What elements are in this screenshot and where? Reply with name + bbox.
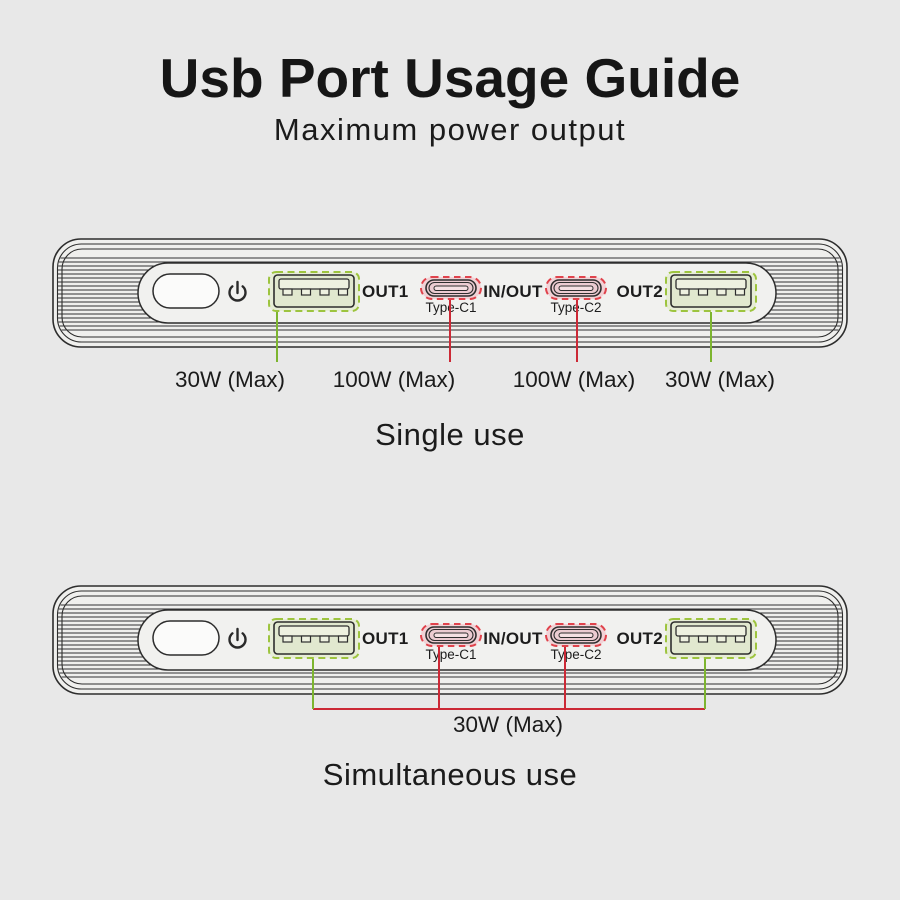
power-label-out1: 30W (Max) xyxy=(174,367,286,392)
usb-a-port-out1 xyxy=(268,618,360,659)
page-title: Usb Port Usage Guide xyxy=(159,47,741,109)
usb-c-port-type-c2 xyxy=(545,276,607,300)
power-label-type-c2: 100W (Max) xyxy=(512,367,636,392)
usb-c-port-type-c2 xyxy=(545,623,607,647)
powerbank-2: OUT1 IN/OUT OUT2 Type-C1 Type-C2 xyxy=(53,586,847,694)
power-label-combined: 30W (Max) xyxy=(452,712,564,737)
power-label-out2: 30W (Max) xyxy=(664,367,776,392)
in-out-label: IN/OUT xyxy=(483,282,543,301)
usb-c-port-type-c1 xyxy=(420,623,482,647)
out1-label: OUT1 xyxy=(362,629,409,648)
usb-a-port-out2 xyxy=(665,618,757,659)
type-c1-label: Type-C1 xyxy=(425,647,476,662)
type-c2-label: Type-C2 xyxy=(550,647,601,662)
page-subtitle: Maximum power output xyxy=(273,112,627,147)
single-use-diagram: OUT1 IN/OUT OUT2 Type-C1 Type-C2 xyxy=(0,225,900,362)
power-button xyxy=(152,620,220,656)
out1-label: OUT1 xyxy=(362,282,409,301)
single-use-caption: Single use xyxy=(375,417,525,452)
simultaneous-use-caption: Simultaneous use xyxy=(322,757,578,792)
usb-a-port-out1 xyxy=(268,271,360,312)
power-label-type-c1: 100W (Max) xyxy=(332,367,456,392)
usb-c-port-type-c1 xyxy=(420,276,482,300)
power-button xyxy=(152,273,220,309)
out2-label: OUT2 xyxy=(616,282,663,301)
usb-a-port-out2 xyxy=(665,271,757,312)
in-out-label: IN/OUT xyxy=(483,629,543,648)
out2-label: OUT2 xyxy=(616,629,663,648)
simultaneous-use-diagram: OUT1 IN/OUT OUT2 Type-C1 Type-C2 xyxy=(0,573,900,710)
